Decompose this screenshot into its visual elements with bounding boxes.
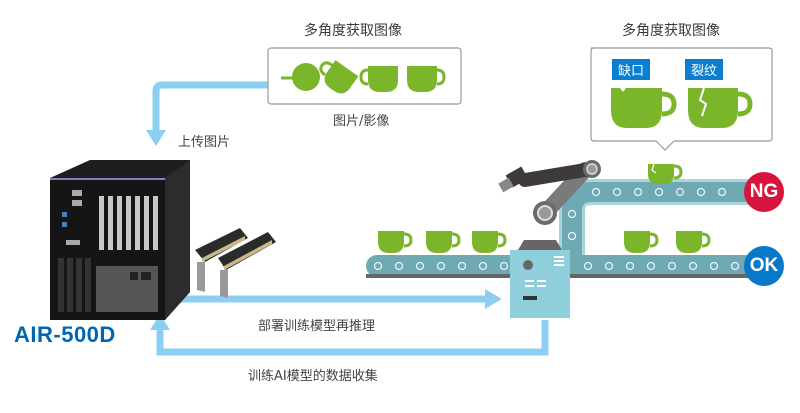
- pcie-slot: [126, 196, 131, 250]
- cup-tilted-icon: [319, 60, 359, 94]
- conveyor-roller: [688, 261, 698, 271]
- collect-label: 训练AI模型的数据收集: [248, 369, 378, 384]
- collect-arrowhead: [150, 314, 170, 330]
- conveyor-roller: [654, 187, 664, 197]
- conveyor-roller: [394, 261, 404, 271]
- upload-arrow: [152, 81, 270, 132]
- cup-on-conveyor: [378, 231, 413, 253]
- deploy-arrowhead: [485, 289, 502, 309]
- conveyor-roller: [730, 261, 740, 271]
- inspection-machine: [510, 240, 570, 318]
- cracked-cup-icon: [688, 87, 753, 128]
- capture-box-caption: 图片/影像: [333, 114, 390, 129]
- defect-tag-crack: 裂纹: [685, 59, 724, 80]
- capture-box-title: 多角度获取图像: [304, 23, 402, 39]
- cup-on-conveyor: [676, 231, 711, 253]
- cup-on-conveyor: [426, 231, 461, 253]
- conveyor-roller: [717, 187, 727, 197]
- conveyor-roller: [567, 231, 577, 241]
- conveyor-roller: [675, 187, 685, 197]
- product-name: AIR-500D: [14, 322, 116, 347]
- conveyor-roller: [567, 209, 577, 219]
- conveyor-roller: [457, 261, 467, 271]
- cup-on-conveyor: [624, 231, 659, 253]
- conveyor-ng: [559, 179, 758, 255]
- conveyor-roller: [696, 187, 706, 197]
- cup-top-view-icon: [281, 63, 320, 91]
- cracked-cup-on-ng-line: [648, 163, 683, 184]
- collect-arrow: [156, 320, 549, 356]
- conveyor-roller: [612, 187, 622, 197]
- conveyor-roller: [583, 261, 593, 271]
- conveyor-roller: [646, 261, 656, 271]
- cup-side-icon: [359, 66, 398, 92]
- defect-tag-chip: 缺口: [612, 59, 651, 80]
- upload-label: 上传图片: [178, 135, 231, 150]
- cup-on-conveyor: [472, 231, 507, 253]
- upload-arrowhead: [146, 130, 166, 146]
- pcie-slot: [144, 196, 149, 250]
- conveyor-roller: [499, 261, 509, 271]
- gpu-cards: [195, 228, 276, 298]
- deploy-label: 部署训练模型再推理: [258, 319, 376, 334]
- pcie-slot: [135, 196, 140, 250]
- conveyor-roller: [478, 261, 488, 271]
- conveyor-roller: [415, 261, 425, 271]
- conveyor-roller: [625, 261, 635, 271]
- conveyor-roller: [591, 187, 601, 197]
- pcie-slot: [117, 196, 122, 250]
- pcie-slot: [99, 196, 104, 250]
- chipped-cup-icon: [611, 88, 677, 128]
- conveyor-roller: [633, 187, 643, 197]
- conveyor-rollers: [373, 187, 740, 271]
- cup-side-icon: [407, 66, 446, 92]
- ng-badge: NG: [744, 172, 784, 212]
- conveyor-roller: [709, 261, 719, 271]
- conveyor-roller: [436, 261, 446, 271]
- conveyor-roller: [604, 261, 614, 271]
- robot-arm: [498, 160, 601, 225]
- air-500d-computer: [50, 160, 190, 320]
- ok-badge: OK: [744, 246, 784, 286]
- cups-on-conveyor: [378, 231, 711, 253]
- conveyor-roller: [667, 261, 677, 271]
- pcie-slot: [108, 196, 113, 250]
- pcie-slot: [153, 196, 158, 250]
- conveyor-roller: [373, 261, 383, 271]
- defect-box-title: 多角度获取图像: [622, 23, 720, 39]
